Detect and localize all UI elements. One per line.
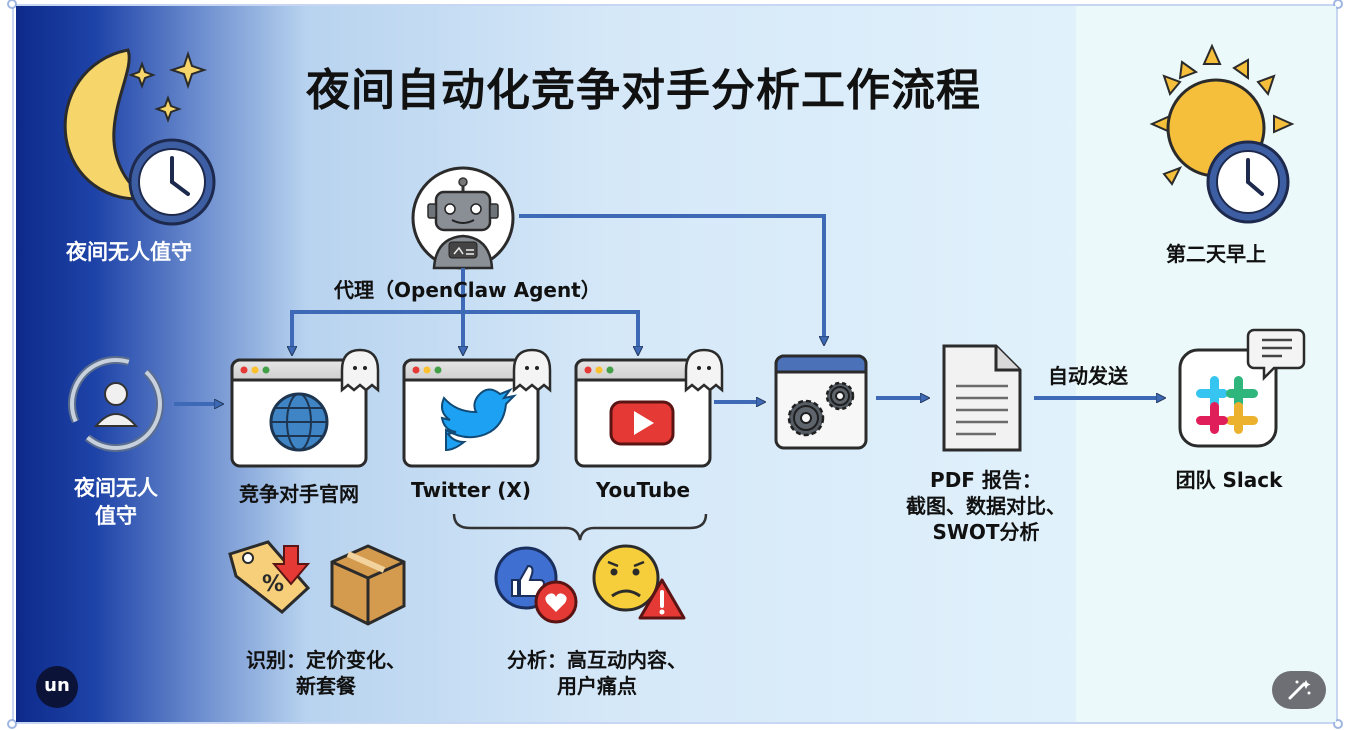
- brace-connector: [452, 513, 708, 541]
- user-label-line1: 夜间无人: [74, 476, 158, 500]
- slack-label: 团队 Slack: [1175, 468, 1283, 492]
- ghost-icon: [512, 348, 552, 393]
- app-logo-text: un: [44, 675, 70, 696]
- user-cycle-icon: [68, 356, 164, 452]
- source-window-youtube: [574, 358, 712, 468]
- twitter-bird-icon: [440, 387, 518, 452]
- ghost-icon: [340, 348, 380, 393]
- globe-icon: [269, 392, 329, 452]
- robot-agent-icon: [411, 166, 515, 270]
- arrow-agent-to-processing: [519, 214, 824, 342]
- youtube-play-icon: [609, 400, 675, 446]
- identify-label-line2: 新套餐: [296, 674, 356, 698]
- night-label: 夜间无人值守: [66, 240, 192, 264]
- auto-send-label: 自动发送: [1048, 364, 1128, 388]
- source-window-twitter: [402, 358, 540, 468]
- page-title: 夜间自动化竞争对手分析工作流程: [306, 65, 981, 116]
- pdf-label-line1: PDF 报告：: [930, 468, 1042, 492]
- source-window-website: [230, 358, 368, 468]
- magic-wand-icon: [1288, 680, 1311, 700]
- sun-clock-icon: [1149, 43, 1295, 224]
- resize-handle-bottom-right[interactable]: [1333, 719, 1343, 729]
- warning-icon: [638, 578, 686, 620]
- source-label-twitter: Twitter (X): [411, 478, 531, 502]
- chat-bubble-icon: [1246, 328, 1306, 382]
- ghost-icon: [684, 348, 724, 393]
- source-label-youtube: YouTube: [595, 478, 691, 502]
- source-label-website: 竞争对手官网: [239, 482, 359, 506]
- morning-label: 第二天早上: [1166, 242, 1266, 266]
- analyze-label-line1: 分析：高互动内容、: [507, 648, 687, 672]
- sad-face-icon: [592, 544, 660, 612]
- resize-handle-top-right[interactable]: [1333, 0, 1343, 9]
- moon-clock-icon: [63, 48, 216, 226]
- diagram-graphics: %: [63, 43, 1306, 626]
- heart-icon: [534, 580, 578, 624]
- gear-icon: [825, 381, 855, 411]
- agent-label: 代理（OpenClaw Agent）: [334, 278, 601, 302]
- user-label-line2: 值守: [95, 504, 137, 528]
- gear-icon: [787, 399, 825, 437]
- package-box-icon: [330, 544, 406, 626]
- resize-handle-bottom-left[interactable]: [7, 719, 17, 729]
- pdf-label-line3: SWOT分析: [932, 520, 1040, 544]
- magic-wand-button[interactable]: [1272, 671, 1326, 709]
- pdf-label-line2: 截图、数据对比、: [906, 494, 1066, 518]
- identify-label-line1: 识别：定价变化、: [246, 648, 406, 672]
- analyze-label-line2: 用户痛点: [557, 674, 637, 698]
- processing-window: [774, 354, 868, 450]
- workflow-diagram: %: [16, 6, 1336, 722]
- pdf-document-icon: [942, 344, 1022, 452]
- svg-text:%: %: [262, 572, 284, 597]
- price-tag-icon: %: [228, 540, 311, 614]
- arrow-agent-branch: [290, 310, 640, 352]
- app-logo-button[interactable]: un: [36, 666, 78, 708]
- slack-icon: [1178, 348, 1278, 448]
- flow-arrows: [174, 214, 1162, 404]
- frame-border: [12, 4, 1338, 724]
- resize-handle-top-left[interactable]: [7, 0, 17, 9]
